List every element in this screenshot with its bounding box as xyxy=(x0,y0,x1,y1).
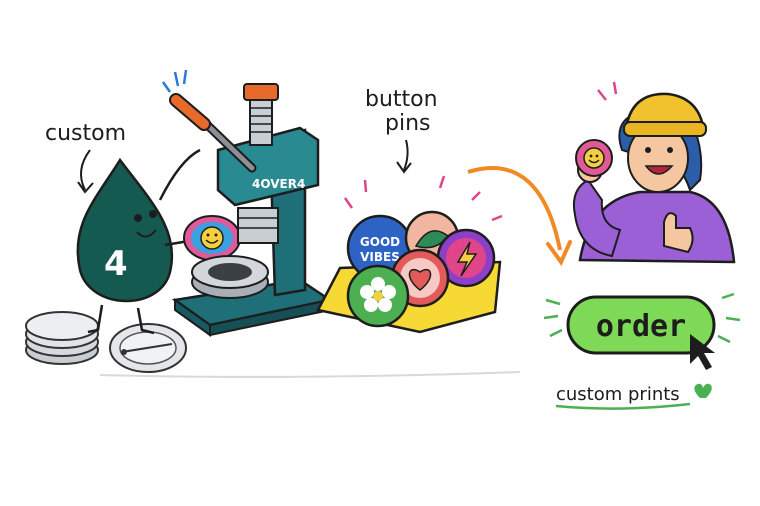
flower-pin xyxy=(346,264,410,328)
thumbs-up-icon xyxy=(663,212,694,254)
cursor-arrow-icon xyxy=(690,334,715,370)
sparkle-marks xyxy=(343,175,503,222)
heart-icon xyxy=(408,269,432,291)
flower-icon xyxy=(360,277,396,312)
button-pins-arrow xyxy=(403,139,409,171)
pin-back-part xyxy=(109,323,187,373)
custom-label: custom xyxy=(45,121,126,146)
held-smiley-pin xyxy=(183,215,241,261)
lightning-pin xyxy=(436,228,496,288)
press-brand: 4OVER4 xyxy=(252,177,305,191)
custom-arrowhead xyxy=(77,181,94,194)
order-button[interactable]: order xyxy=(543,292,741,370)
pin-tray: GOOD VIBES xyxy=(316,210,502,334)
flow-arrowhead xyxy=(546,240,572,266)
customer-smiley-pin xyxy=(575,139,613,177)
button-pins-label-line2: pins xyxy=(385,111,430,136)
custom-arrow xyxy=(80,149,91,191)
heart-icon xyxy=(694,383,712,398)
ground-line xyxy=(99,371,521,378)
button-press: 4OVER4 xyxy=(161,69,334,337)
button-pins-label-line1: button xyxy=(365,87,438,112)
smiley-icon xyxy=(583,147,605,169)
order-button-label[interactable]: order xyxy=(596,309,686,344)
flow-arrow xyxy=(467,166,562,251)
good-vibes-line2: VIBES xyxy=(360,250,400,264)
mascot-number: 4 xyxy=(104,244,128,284)
lightning-icon xyxy=(456,241,478,277)
smiley-icon xyxy=(200,226,224,250)
custom-prints-underline xyxy=(555,402,691,410)
custom-prints-label: custom prints xyxy=(556,384,680,405)
blank-pin-stack xyxy=(25,311,99,365)
good-vibes-line1: GOOD xyxy=(360,235,400,249)
order-sparkles xyxy=(543,292,741,344)
customer xyxy=(572,81,736,264)
